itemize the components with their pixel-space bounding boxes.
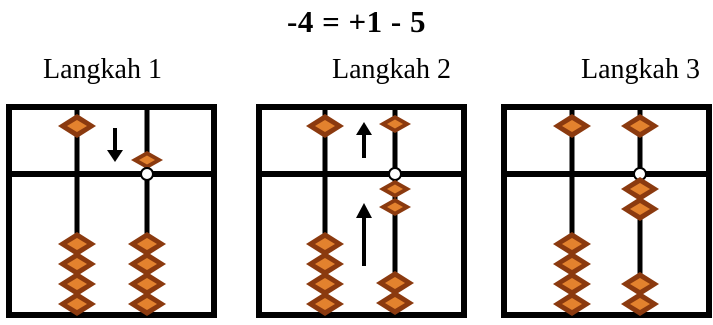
- abacus-step-3: [501, 104, 712, 318]
- unit-dot: [140, 167, 154, 181]
- upper-bead: [58, 114, 96, 138]
- arrow-up-long-icon: [356, 203, 372, 266]
- abacus-frame: [501, 104, 712, 318]
- upper-bead: [553, 114, 591, 138]
- abacus-step-2: [256, 104, 467, 318]
- abacus-frame: [6, 104, 217, 318]
- moving-lower-bead: [379, 198, 411, 216]
- abacus-frame: [256, 104, 467, 318]
- arrow-up-icon: [356, 122, 372, 158]
- step-label-2: Langkah 2: [332, 54, 451, 85]
- moving-upper-bead: [379, 115, 411, 133]
- abacus-step-1: [6, 104, 217, 318]
- step-label-1: Langkah 1: [43, 54, 162, 85]
- upper-bead: [621, 114, 659, 138]
- lower-bead: [621, 197, 659, 221]
- moving-lower-bead: [379, 180, 411, 198]
- unit-dot: [388, 167, 402, 181]
- lower-bead: [376, 291, 414, 315]
- upper-bead: [306, 114, 344, 138]
- step-label-3: Langkah 3: [581, 54, 700, 85]
- arrow-down-icon: [107, 128, 123, 162]
- formula-title: -4 = +1 - 5: [287, 4, 426, 39]
- moving-upper-bead: [131, 151, 163, 169]
